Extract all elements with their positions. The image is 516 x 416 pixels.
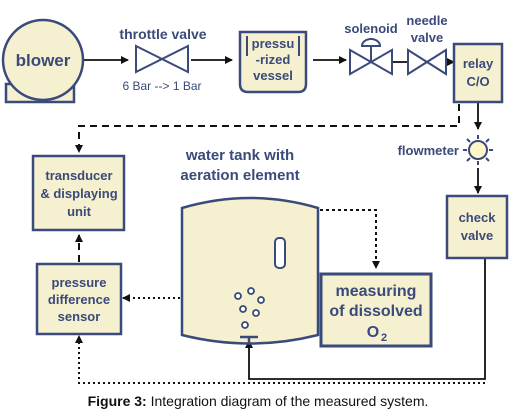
caption-text: Integration diagram of the measured syst… [146,393,429,409]
relay-label-1: relay [463,56,494,71]
relay-co: relay C/O [452,42,504,104]
line-check-to-tank [245,258,486,380]
measuring-label-1: measuring [336,283,417,300]
tank-label-1: water tank with [185,147,294,164]
tank-body [180,196,320,345]
flowmeter-icon [463,135,493,165]
sensor-label-3: sensor [58,309,101,324]
throttle-valve-label: throttle valve [119,26,206,42]
aeration-element-icon [240,335,258,343]
sensor-label-1: pressure [52,275,107,290]
relay-box [452,42,504,104]
throttle-valve-icon [135,44,189,74]
solenoid-label: solenoid [344,21,398,36]
needle-valve: needle valve [406,13,448,76]
blower-label: blower [16,51,71,70]
diagram-canvas: blower throttle valve 6 Bar --> 1 Bar pr… [1,13,509,384]
needle-label-1: needle [406,13,447,28]
figure-caption: Figure 3: Integration diagram of the mea… [0,393,516,409]
check-valve-box [445,194,509,260]
measuring-subscript: 2 [381,332,387,344]
air-bubbles [234,287,265,329]
check-valve-label-1: check [459,210,497,225]
transducer-label-2: & displaying [40,186,117,201]
vessel-label-1: pressu [252,36,295,51]
solenoid-valve: solenoid [344,21,398,76]
needle-valve-icon [407,48,447,76]
blower-body [1,18,85,102]
check-valve: check valve [445,194,509,260]
needle-label-2: valve [411,30,444,45]
flowmeter-label: flowmeter [398,143,459,158]
measuring-label-2: of dissolved [329,303,422,320]
tank-label-2: aeration element [180,167,299,184]
flowmeter: flowmeter [398,135,493,165]
throttle-valve: throttle valve 6 Bar --> 1 Bar [119,26,206,93]
solenoid-valve-icon [349,48,393,76]
water-tank: water tank with aeration element [180,147,320,345]
pressurized-vessel: pressu -rized vessel [238,30,308,94]
probe-icon [274,237,286,269]
measuring-label-3: O [367,324,379,341]
relay-label-2: C/O [466,74,489,89]
transducer-unit: transducer & displaying unit [31,154,126,232]
sensor-box [35,262,123,336]
measuring-box [319,272,433,348]
caption-label: Figure 3: [87,393,147,409]
dashed-relay-to-transducer [75,104,460,153]
vessel-body [238,30,308,94]
pressure-difference-sensor: pressure difference sensor [35,262,123,336]
blower: blower [1,18,85,104]
pressure-change-label: 6 Bar --> 1 Bar [122,79,201,93]
transducer-label-1: transducer [45,168,112,183]
transducer-box [31,154,126,232]
transducer-label-3: unit [67,204,91,219]
dotted-check-to-sensor [75,335,485,384]
measuring-dissolved-o2: measuring of dissolved O 2 [319,272,433,348]
check-valve-label-2: valve [461,228,494,243]
sensor-label-2: difference [48,292,110,307]
vessel-label-2: -rized [256,52,291,67]
vessel-label-3: vessel [253,68,293,83]
solenoid-actuator-icon [360,38,382,47]
